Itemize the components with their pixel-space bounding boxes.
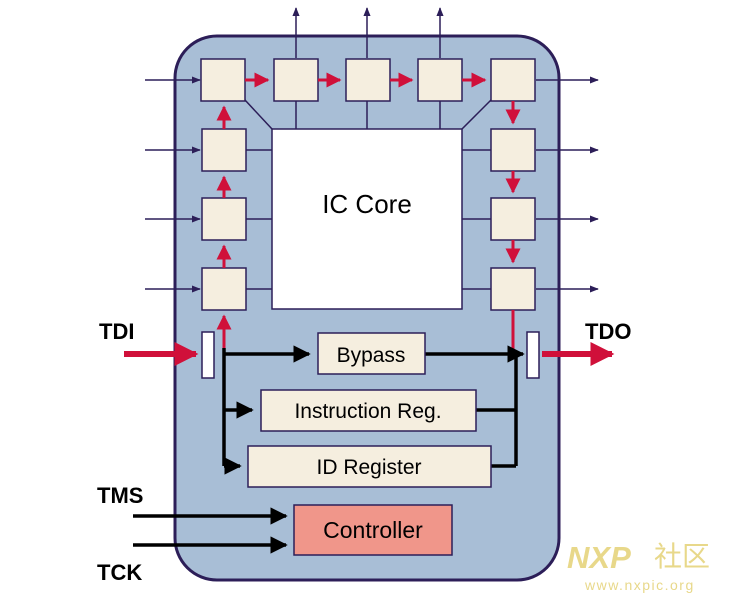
- watermark-chinese: 社区: [654, 541, 710, 572]
- id-register-label: ID Register: [316, 456, 421, 479]
- core-connections: [244, 99, 492, 290]
- watermark-brand: NXP: [567, 540, 631, 575]
- bypass-register-box: [317, 332, 426, 375]
- scan-cell: [201, 128, 247, 172]
- input-mux: [201, 331, 215, 379]
- scan-cell: [490, 267, 536, 311]
- register-paths: [133, 345, 525, 554]
- id-register-box: [247, 445, 492, 488]
- controller-box: [293, 504, 453, 556]
- instruction-register-label: Instruction Reg.: [294, 400, 441, 423]
- instruction-register-box: [260, 389, 477, 432]
- ic-core-box: [271, 128, 463, 310]
- pin-arrows: [145, 7, 599, 293]
- scan-cell: [490, 58, 536, 102]
- scan-chain-path: [216, 72, 521, 355]
- bypass-register-label: Bypass: [337, 344, 406, 367]
- scan-cell: [200, 58, 246, 102]
- scan-cell: [201, 267, 247, 311]
- scan-cell: [273, 58, 319, 102]
- tck-label: TCK: [97, 560, 142, 585]
- scan-cell: [201, 197, 247, 241]
- ic-core-label: IC Core: [322, 189, 412, 219]
- tdi-label: TDI: [99, 319, 134, 344]
- scan-cell: [345, 58, 391, 102]
- controller-label: Controller: [323, 517, 423, 543]
- tdo-label: TDO: [585, 319, 631, 344]
- scan-cell: [490, 128, 536, 172]
- boundary-scan-cells: [200, 58, 536, 311]
- tms-label: TMS: [97, 483, 143, 508]
- watermark: NXP 社区 www.nxpic.org: [567, 540, 710, 593]
- output-mux: [526, 331, 540, 379]
- watermark-url: www.nxpic.org: [584, 577, 695, 593]
- scan-cell: [490, 197, 536, 241]
- scan-cell: [417, 58, 463, 102]
